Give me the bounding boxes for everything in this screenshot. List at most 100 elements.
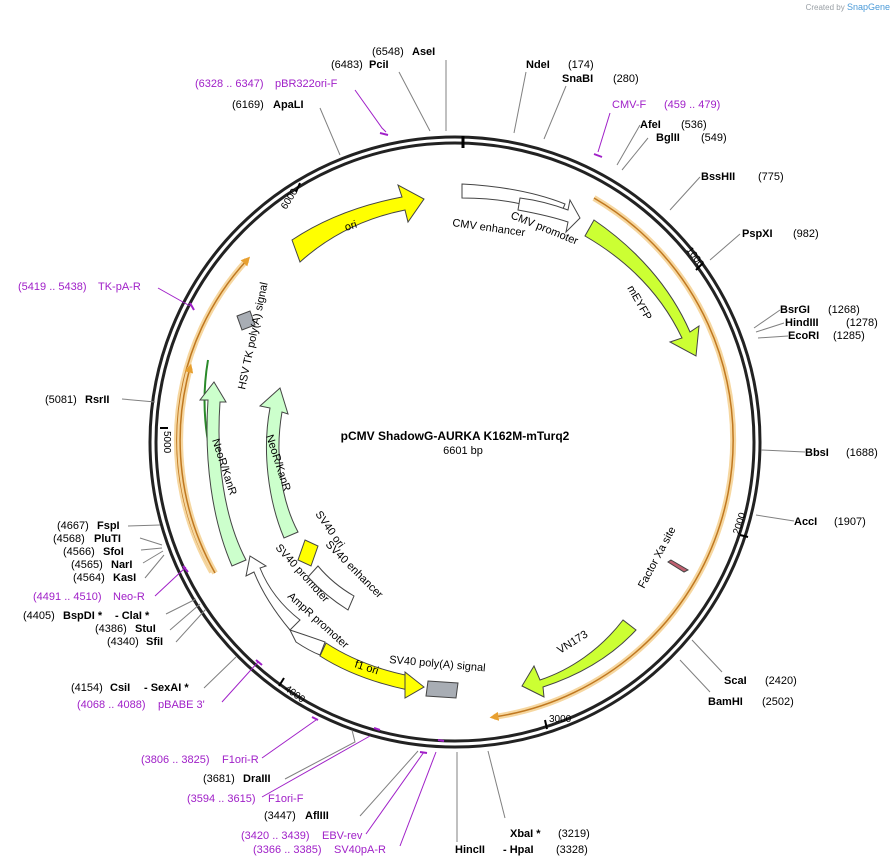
enzyme-pluti-pos: (4568) bbox=[53, 533, 85, 545]
leader-fspi bbox=[127, 524, 161, 527]
primer-pbabe-3-mark bbox=[255, 659, 263, 666]
leader-bsrgi bbox=[753, 309, 781, 329]
enzyme-hpai-pos: (3328) bbox=[556, 844, 588, 856]
feature-cmv-promoter-arrow bbox=[517, 197, 581, 234]
plasmid-name: pCMV ShadowG-AURKA K162M-mTurq2 bbox=[341, 429, 570, 443]
tick-group: 6000 1000 2000 3000 4000 5000 bbox=[160, 182, 749, 730]
tick-4000-mark bbox=[278, 677, 285, 687]
enzyme-bspdi: BspDI * bbox=[63, 610, 103, 622]
tick-2000-mark bbox=[739, 534, 749, 538]
leader-ecori bbox=[757, 335, 789, 339]
tick-5000: 5000 bbox=[161, 431, 172, 454]
enzyme-afei-pos: (536) bbox=[681, 119, 707, 131]
enzyme-fspi-pos: (4667) bbox=[57, 520, 89, 532]
enzyme-apali-pos: (6169) bbox=[232, 99, 264, 111]
primer-cmv-f-range: (459 .. 479) bbox=[664, 99, 720, 111]
enzyme-scai-pos: (2420) bbox=[765, 675, 797, 687]
enzyme-stui: StuI bbox=[135, 623, 156, 635]
enzyme-pluti: PluTI bbox=[94, 533, 121, 545]
primer-ebv-rev-line bbox=[365, 751, 425, 835]
primer-sv40pa-r-name: SV40pA-R bbox=[334, 844, 386, 856]
feature-f1-ori-arrowhead bbox=[404, 670, 425, 699]
enzyme-draiii-pos: (3681) bbox=[203, 773, 235, 785]
enzyme-pspxi-pos: (982) bbox=[793, 228, 819, 240]
leader-sfii bbox=[175, 608, 207, 643]
leader-pspxi bbox=[709, 233, 741, 261]
enzyme-csii: CsiI bbox=[110, 682, 130, 694]
enzyme-bamhi: BamHI bbox=[708, 696, 743, 708]
enzyme-csii-pos: (4154) bbox=[71, 682, 103, 694]
enzyme-bspdi-pos: (4405) bbox=[23, 610, 55, 622]
enzyme-asei-pos: (6548) bbox=[372, 46, 404, 58]
leader-kasi bbox=[144, 554, 165, 579]
primer-neo-r-name: Neo-R bbox=[113, 591, 145, 603]
leader-afei bbox=[616, 124, 641, 166]
enzyme-afliii-pos: (3447) bbox=[264, 810, 296, 822]
enzyme-kasi-pos: (4564) bbox=[73, 572, 105, 584]
primer-ebv-rev-mark bbox=[419, 751, 428, 754]
primer-markers bbox=[154, 89, 611, 847]
enzyme-rsrii: RsrII bbox=[85, 394, 109, 406]
enzyme-leader-lines bbox=[121, 60, 806, 842]
enzyme-clai: - ClaI * bbox=[115, 610, 150, 622]
primer-pbr322ori-f-line bbox=[354, 89, 387, 133]
primer-sv40pa-r-mark bbox=[437, 739, 445, 742]
feature-sv40-polya-box bbox=[425, 680, 459, 699]
enzyme-scai: ScaI bbox=[724, 675, 747, 687]
primer-pbr322ori-f-range: (6328 .. 6347) bbox=[195, 78, 264, 90]
enzyme-nari: NarI bbox=[111, 559, 132, 571]
orange-feature-arc-right-line bbox=[489, 197, 734, 721]
enzyme-apali: ApaLI bbox=[273, 99, 304, 111]
enzyme-bglii: BglII bbox=[656, 132, 680, 144]
primer-neo-r-line bbox=[154, 566, 187, 597]
feature-ori-arrow bbox=[291, 183, 425, 263]
feature-ampr-promoter-arrow bbox=[289, 629, 326, 656]
enzyme-nari-pos: (4565) bbox=[71, 559, 103, 571]
feature-factor-xa-label: Factor Xa site bbox=[636, 525, 678, 591]
feature-hsv-tk-polya-label: HSV TK poly(A) signal bbox=[236, 281, 270, 390]
snapgene-credit: Created by SnapGene bbox=[806, 2, 890, 12]
tick-3000-mark bbox=[544, 719, 548, 730]
primer-pbr322ori-f-name: pBR322ori-F bbox=[275, 78, 338, 90]
enzyme-bsrgi: BsrGI bbox=[780, 304, 810, 316]
primer-tk-pa-r-line bbox=[157, 287, 191, 307]
leader-sfoi bbox=[140, 547, 163, 551]
primer-f1ori-r-mark bbox=[311, 716, 319, 721]
enzyme-ecori-pos: (1285) bbox=[833, 330, 865, 342]
primer-neo-r-range: (4491 .. 4510) bbox=[33, 591, 102, 603]
enzyme-labels: (6548) AseI (6483) PciI (6169) ApaLI Nde… bbox=[23, 46, 878, 856]
leader-apali bbox=[319, 107, 341, 156]
leader-bglii bbox=[621, 137, 649, 171]
tick-3000: 3000 bbox=[549, 714, 572, 725]
feature-ori-label: ori bbox=[343, 219, 358, 234]
credit-prefix: Created by bbox=[805, 3, 845, 12]
primer-f1ori-f-line bbox=[261, 735, 371, 798]
leader-acci bbox=[755, 514, 795, 522]
plasmid-length: 6601 bp bbox=[443, 445, 483, 457]
enzyme-fspi: FspI bbox=[97, 520, 120, 532]
primer-ebv-rev-range: (3420 .. 3439) bbox=[241, 830, 310, 842]
feature-neor-kanr-outer-arrow bbox=[198, 381, 247, 567]
feature-sv40-ori-box bbox=[297, 539, 319, 567]
feature-meyfp-arrow bbox=[584, 219, 700, 357]
primer-pbr322ori-f-mark bbox=[379, 132, 389, 136]
primer-labels: (6328 .. 6347) pBR322ori-F CMV-F (459 ..… bbox=[18, 78, 720, 856]
enzyme-sfii: SfiI bbox=[146, 636, 163, 648]
leader-rsrii bbox=[121, 398, 156, 403]
feature-sv40-enhancer-arrow bbox=[307, 565, 355, 611]
primer-pbabe-3-name: pBABE 3' bbox=[158, 699, 205, 711]
enzyme-bbsi: BbsI bbox=[805, 447, 829, 459]
enzyme-sexai: - SexAI * bbox=[144, 682, 189, 694]
enzyme-acci: AccI bbox=[794, 516, 817, 528]
primer-cmv-f-line bbox=[597, 112, 611, 153]
feature-factor-xa-mark bbox=[667, 559, 690, 573]
leader-pluti bbox=[139, 537, 163, 546]
enzyme-bamhi-pos: (2502) bbox=[762, 696, 794, 708]
leader-snabi bbox=[543, 85, 567, 140]
enzyme-sfoi: SfoI bbox=[103, 546, 124, 558]
enzyme-sfii-pos: (4340) bbox=[107, 636, 139, 648]
snapgene-logo: SnapGene bbox=[846, 2, 890, 12]
enzyme-snabi: SnaBI bbox=[562, 73, 593, 85]
primer-tk-pa-r-range: (5419 .. 5438) bbox=[18, 281, 87, 293]
